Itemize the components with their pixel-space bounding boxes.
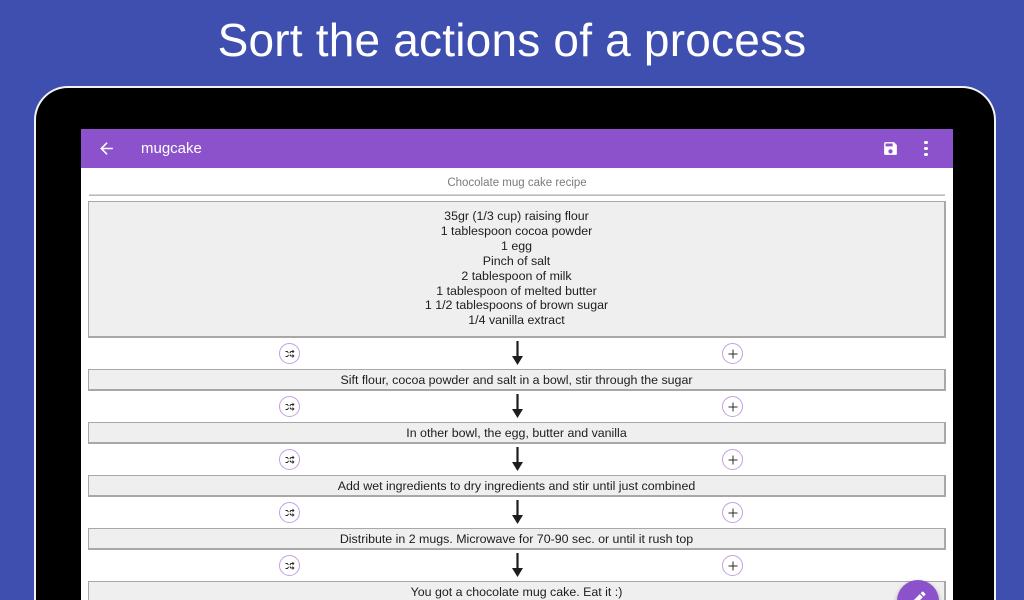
ingredient-line: 2 tablespoon of milk <box>461 268 572 283</box>
overflow-dots <box>924 140 928 157</box>
back-arrow-icon[interactable] <box>93 136 119 162</box>
ingredient-line: 35gr (1/3 cup) raising flour <box>444 209 589 223</box>
shuffle-icon[interactable] <box>279 343 300 365</box>
app-bar: mugcake <box>81 129 953 168</box>
plus-circle-icon[interactable] <box>722 343 743 365</box>
title-divider <box>89 194 945 196</box>
shuffle-icon[interactable] <box>279 396 300 418</box>
step-row[interactable]: You got a chocolate mug cake. Eat it :) <box>88 581 946 600</box>
step-row[interactable]: Distribute in 2 mugs. Microwave for 70-9… <box>88 528 946 551</box>
step-connector <box>87 497 947 528</box>
step-row[interactable]: Add wet ingredients to dry ingredients a… <box>88 475 946 498</box>
more-vertical-icon[interactable] <box>913 136 939 162</box>
arrow-down-icon <box>87 447 947 472</box>
shuffle-icon[interactable] <box>279 449 300 471</box>
pencil-icon <box>908 589 928 600</box>
plus-circle-icon[interactable] <box>722 449 743 471</box>
ingredient-line: 1 1/2 tablespoons of brown sugar <box>424 298 609 313</box>
ingredient-line: 1 tablespoon of melted butter <box>436 283 597 298</box>
arrow-down-icon <box>87 341 947 366</box>
shuffle-icon[interactable] <box>279 502 300 524</box>
recipe-title: Chocolate mug cake recipe <box>447 177 587 189</box>
ingredients-card[interactable]: 35gr (1/3 cup) raising flour 1 tablespoo… <box>88 201 946 339</box>
shuffle-icon[interactable] <box>279 555 300 577</box>
recipe-content: Chocolate mug cake recipe 35gr (1/3 cup)… <box>81 168 953 600</box>
arrow-down-icon <box>87 553 947 578</box>
step-row[interactable]: In other bowl, the egg, butter and vanil… <box>88 422 946 445</box>
tablet-device-frame: mugcake Chocolate mug cake recipe 35gr (… <box>34 86 996 600</box>
ingredient-line: 1 egg <box>500 238 532 253</box>
plus-circle-icon[interactable] <box>722 396 743 418</box>
step-connector <box>87 550 947 581</box>
ingredient-line: 1 tablespoon cocoa powder <box>440 223 593 238</box>
step-connector <box>87 444 947 475</box>
plus-circle-icon[interactable] <box>722 502 743 524</box>
plus-circle-icon[interactable] <box>722 555 743 577</box>
ingredient-line: 1/4 vanilla extract <box>468 313 565 328</box>
save-icon[interactable] <box>877 136 903 162</box>
app-bar-title: mugcake <box>141 140 202 157</box>
promo-headline: Sort the actions of a process <box>217 14 807 66</box>
ingredient-line: Pinch of salt <box>482 253 551 268</box>
edit-fab[interactable] <box>897 580 939 600</box>
arrow-down-icon <box>87 394 947 419</box>
step-connector <box>87 338 947 369</box>
app-screen: mugcake Chocolate mug cake recipe 35gr (… <box>81 129 953 600</box>
step-row[interactable]: Sift flour, cocoa powder and salt in a b… <box>88 369 946 392</box>
step-connector <box>87 391 947 422</box>
arrow-down-icon <box>87 500 947 525</box>
